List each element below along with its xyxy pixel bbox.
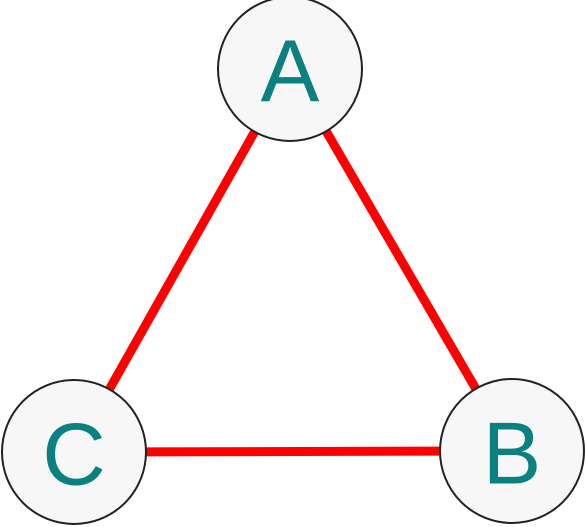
node-a-label: A [261, 22, 320, 121]
node-a: A [217, 0, 363, 142]
edge-a-b [322, 128, 480, 392]
node-b-circle [439, 378, 585, 524]
node-c-circle [1, 379, 147, 525]
edge-b-c [145, 446, 441, 457]
node-c: C [1, 379, 147, 525]
edge-c-a [105, 129, 259, 392]
edges-layer [105, 128, 480, 457]
node-b: B [439, 378, 585, 524]
node-c-label: C [42, 405, 106, 504]
node-a-circle [217, 0, 363, 142]
node-b-label: B [483, 404, 542, 503]
